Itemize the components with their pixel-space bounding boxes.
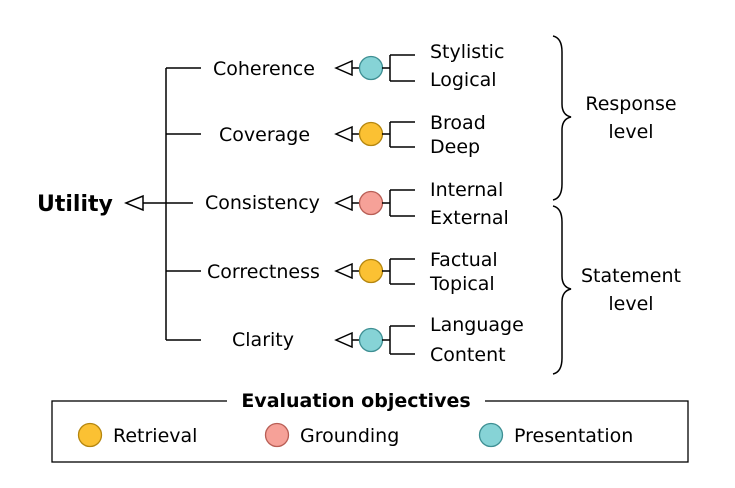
sub-label-deep: Deep: [430, 136, 480, 158]
dimension-label-coverage: Coverage: [219, 124, 310, 146]
legend-label-grounding: Grounding: [300, 425, 399, 447]
legend-circle-retrieval: [77, 422, 103, 448]
brace-statement-level-icon: [552, 205, 572, 375]
legend-circle-presentation: [478, 422, 504, 448]
root-arrow-icon: [124, 194, 144, 212]
legend-circle-grounding: [264, 422, 290, 448]
root-label: Utility: [37, 192, 113, 217]
legend: Evaluation objectives Retrieval Groundin…: [51, 388, 689, 463]
sub-bracket-coverage: [382, 121, 415, 148]
level-label-statement-line1: Statement: [581, 265, 681, 287]
arrow-icon-coverage: [334, 125, 353, 143]
objective-circle-clarity: [358, 327, 384, 353]
sub-label-external: External: [430, 207, 509, 229]
arrow-icon-clarity: [334, 331, 353, 349]
sub-bracket-clarity: [382, 325, 415, 355]
legend-title-background: [227, 388, 485, 414]
dimension-label-clarity: Clarity: [232, 329, 294, 351]
sub-label-stylistic: Stylistic: [430, 41, 504, 63]
objective-circle-coherence: [358, 55, 384, 81]
legend-title: Evaluation objectives: [241, 390, 470, 412]
sub-bracket-correctness: [382, 258, 415, 285]
sub-bracket-coherence: [382, 54, 415, 82]
sub-bracket-consistency: [382, 189, 415, 217]
sub-label-factual: Factual: [430, 249, 498, 271]
sub-label-broad: Broad: [430, 112, 486, 134]
sub-label-content: Content: [430, 344, 506, 366]
sub-label-language: Language: [430, 314, 524, 336]
dimension-label-correctness: Correctness: [207, 261, 320, 283]
level-label-response-line1: Response: [585, 93, 676, 115]
level-label-statement-line2: level: [608, 293, 653, 315]
dimension-label-consistency: Consistency: [205, 192, 320, 214]
dimension-label-coherence: Coherence: [213, 58, 315, 80]
objective-circle-coverage: [358, 121, 384, 147]
legend-label-presentation: Presentation: [514, 425, 633, 447]
sub-label-topical: Topical: [429, 273, 495, 295]
sub-label-logical: Logical: [430, 69, 497, 91]
brace-response-level-icon: [552, 35, 572, 201]
arrow-icon-correctness: [334, 262, 353, 280]
legend-label-retrieval: Retrieval: [113, 425, 197, 447]
level-label-response-line2: level: [608, 121, 653, 143]
sub-label-internal: Internal: [430, 179, 503, 201]
arrow-icon-coherence: [334, 59, 353, 77]
objective-circle-correctness: [358, 258, 384, 284]
objective-circle-consistency: [358, 190, 384, 216]
arrow-icon-consistency: [334, 194, 353, 212]
